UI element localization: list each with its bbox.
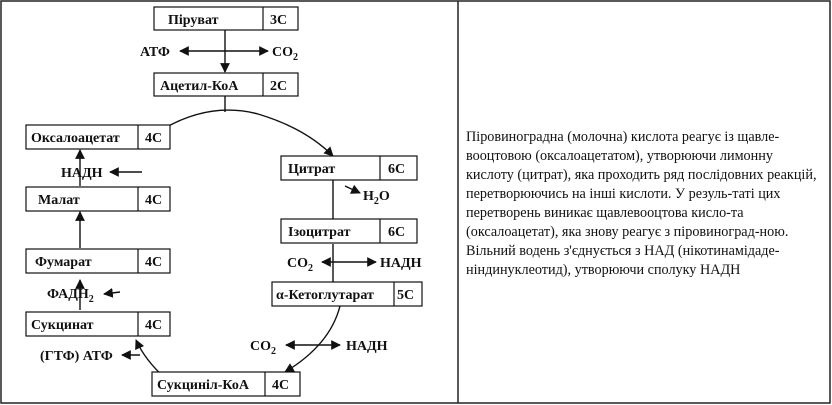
- side-arrows: [103, 46, 377, 360]
- label-co2-low: CO2: [250, 339, 276, 357]
- succinate-name: Сукцинат: [31, 318, 94, 333]
- label-nadh-left: НАДН: [61, 166, 103, 181]
- isocitrate-name: Ізоцитрат: [288, 225, 351, 240]
- box-succinylcoa: Сукциніл-КоА 4С: [151, 371, 301, 397]
- malate-carbons: 4С: [145, 193, 162, 208]
- description-text: Піровиноградна (молочна) кислота реагує …: [466, 128, 822, 280]
- label-gtf-atf: (ГТФ) АТФ: [40, 349, 113, 364]
- oxaloacetate-carbons: 4С: [145, 131, 162, 146]
- label-nadh-mid: НАДН: [380, 256, 422, 271]
- succinylcoa-carbons: 4С: [272, 378, 289, 393]
- box-isocitrate: Ізоцитрат 6С: [280, 218, 418, 244]
- citrate-name: Цитрат: [288, 162, 335, 177]
- label-co2-mid: CO2: [287, 256, 313, 274]
- fumarate-name: Фумарат: [35, 255, 92, 270]
- box-oxaloacetate: Оксалоацетат 4С: [25, 124, 171, 150]
- ketoglutarate-carbons: 5С: [397, 288, 414, 303]
- label-nadh-low: НАДН: [346, 339, 388, 354]
- fumarate-carbons: 4С: [145, 255, 162, 270]
- succinylcoa-name: Сукциніл-КоА: [157, 378, 250, 393]
- box-citrate: Цитрат 6С: [280, 155, 418, 181]
- acetylcoa-carbons: 2С: [270, 79, 287, 94]
- label-h2o: H2O: [363, 189, 390, 207]
- box-acetylcoa: Ацетил-КоА 2С: [153, 72, 299, 97]
- isocitrate-carbons: 6С: [388, 225, 405, 240]
- krebs-cycle-arcs: [75, 109, 341, 379]
- box-malate: Малат 4С: [25, 186, 171, 212]
- description-paragraph-2: Вільний водень з'єднується з НАД (нікоти…: [466, 243, 780, 278]
- pyruvate-name: Піруват: [168, 13, 219, 28]
- box-ketoglutarate: α-Кетоглутарат 5С: [271, 281, 423, 307]
- box-pyruvate: Піруват 3С: [153, 6, 299, 31]
- malate-name: Малат: [38, 193, 80, 208]
- description-paragraph-1: Піровиноградна (молочна) кислота реагує …: [466, 129, 817, 240]
- pyruvate-carbons: 3С: [270, 13, 287, 28]
- box-succinate: Сукцинат 4С: [25, 311, 171, 337]
- oxaloacetate-name: Оксалоацетат: [31, 131, 120, 146]
- citrate-carbons: 6С: [388, 162, 405, 177]
- label-co2-top: CO2: [272, 45, 298, 63]
- label-atf-top: АТФ: [140, 45, 170, 60]
- label-fadh2: ФАДН2: [47, 287, 94, 305]
- succinate-carbons: 4С: [145, 318, 162, 333]
- ketoglutarate-name: α-Кетоглутарат: [276, 288, 374, 303]
- acetylcoa-name: Ацетил-КоА: [160, 79, 239, 94]
- box-fumarate: Фумарат 4С: [25, 248, 171, 274]
